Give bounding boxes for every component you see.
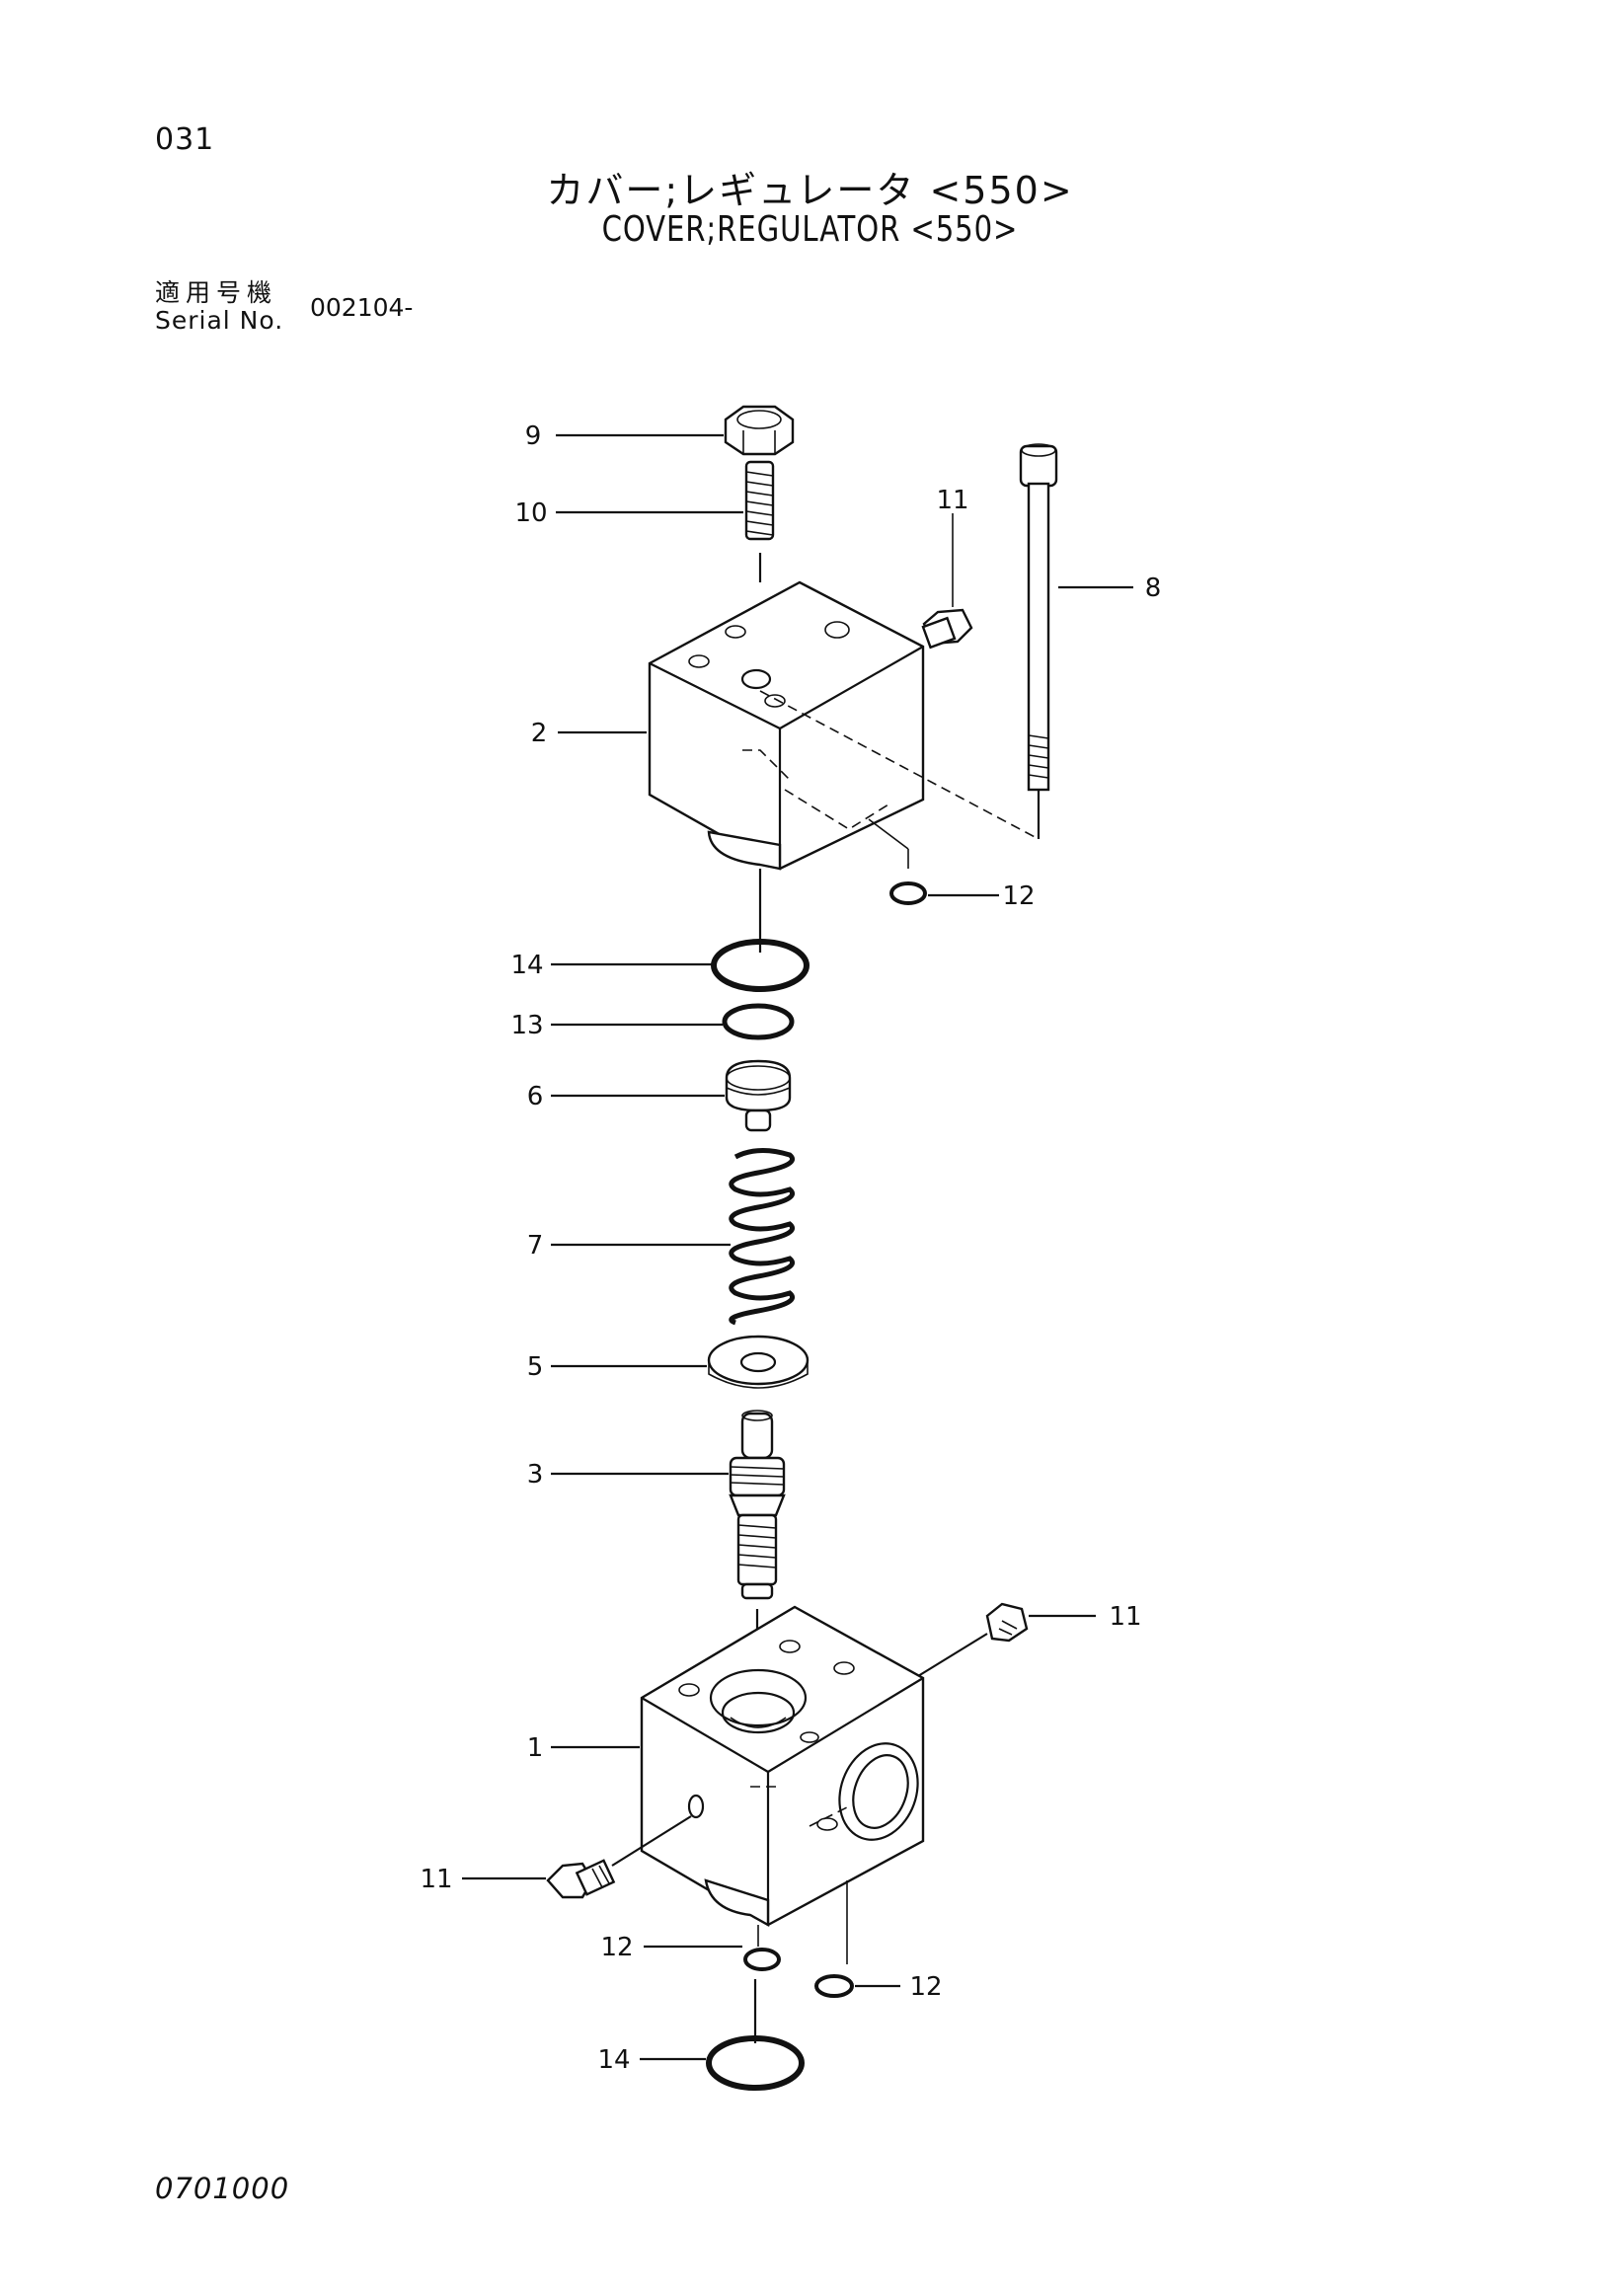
callout-14-top: 14	[510, 951, 543, 980]
callout-7: 7	[527, 1231, 544, 1261]
serial-number-value: 002104-	[310, 293, 414, 322]
part-1-regulator-body	[640, 1605, 925, 1964]
part-3-valve-stem	[729, 1410, 786, 1698]
part-11-plug-right	[917, 1602, 1029, 1677]
callout-labels: 9 10 11 8 2 12 14 13 6 7 5 3 11 1 11 12 …	[420, 421, 1161, 2075]
part-10-set-screw	[744, 460, 775, 582]
callout-6: 6	[527, 1082, 544, 1111]
title-english: COVER;REGULATOR <550>	[601, 209, 1019, 250]
part-14-oring-bottom	[706, 1979, 805, 2091]
callout-11-left: 11	[420, 1865, 452, 1894]
leader-lines	[462, 433, 1133, 2061]
part-5-washer	[707, 1335, 810, 1389]
callout-11-top: 11	[936, 486, 968, 515]
callout-12-bottom-left: 12	[600, 1933, 633, 1962]
part-9-hex-nut	[724, 405, 795, 456]
part-13-oring	[722, 1003, 795, 1040]
callout-13: 13	[510, 1011, 543, 1040]
part-12-oring-top	[868, 818, 927, 905]
serial-label-japanese: 適用号機	[155, 278, 278, 307]
part-2-cover-block	[648, 580, 1040, 871]
callout-14-bottom: 14	[597, 2045, 630, 2075]
footer-code: 0701000	[155, 2172, 290, 2205]
part-12-oring-bottom-right	[814, 1974, 854, 1998]
part-6-spring-seat	[725, 1059, 792, 1132]
title-japanese: カバー;レギュレータ <550>	[546, 169, 1074, 212]
callout-1: 1	[527, 1733, 544, 1763]
callout-9: 9	[525, 421, 542, 451]
callout-3: 3	[527, 1460, 544, 1490]
callout-11-right: 11	[1109, 1602, 1141, 1632]
callout-2: 2	[531, 719, 548, 748]
part-12-oring-bottom-left	[743, 1925, 781, 1971]
part-8-socket-bolt	[1019, 443, 1058, 839]
part-11-plug-left	[546, 1815, 692, 1899]
part-11-plug-top	[921, 513, 973, 650]
callout-12-bottom-right: 12	[909, 1972, 942, 2002]
callout-10: 10	[514, 498, 547, 528]
callout-5: 5	[527, 1352, 544, 1382]
serial-label-english: Serial No.	[155, 306, 284, 335]
part-7-coil-spring	[729, 1148, 795, 1326]
page-number: 031	[155, 122, 215, 157]
part-14-oring-top	[711, 869, 810, 992]
callout-8: 8	[1145, 574, 1162, 603]
callout-12-top: 12	[1002, 881, 1035, 911]
